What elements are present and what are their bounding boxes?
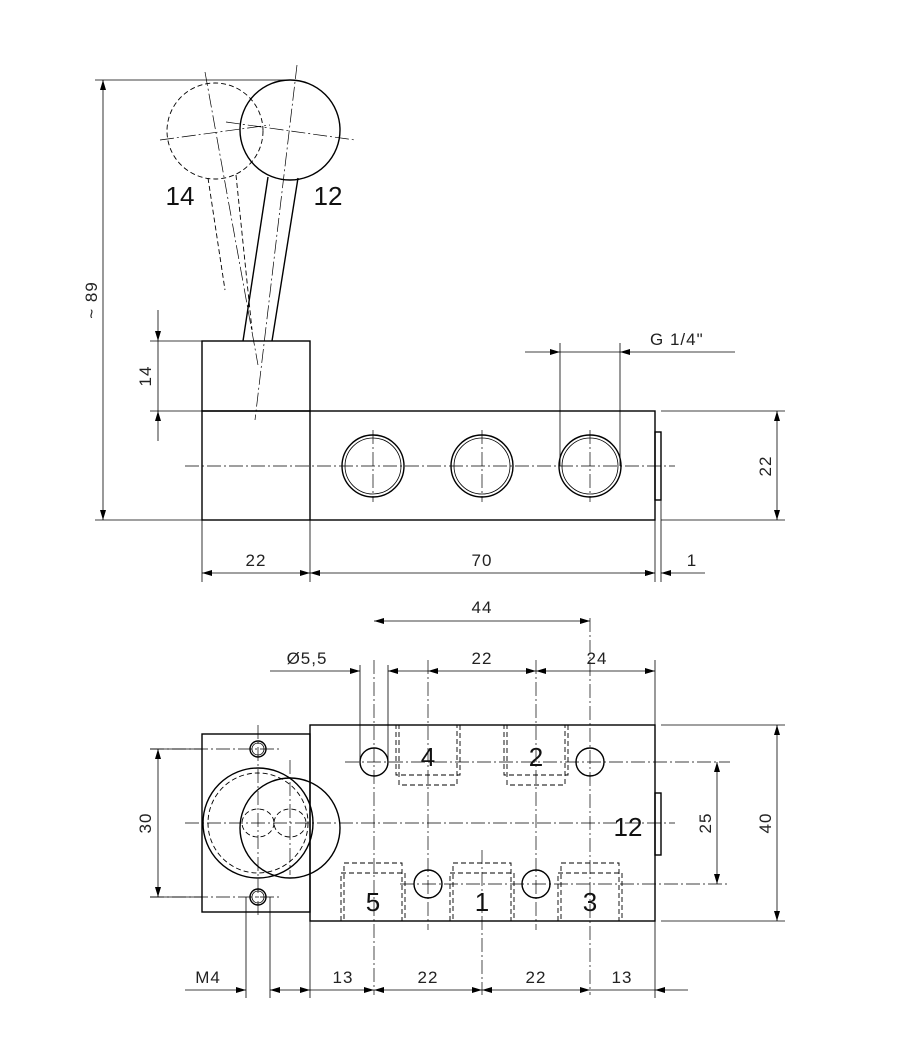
dimension-lines-bottom bbox=[150, 618, 785, 998]
port-label-1: 1 bbox=[475, 887, 489, 917]
lever-position-12 bbox=[225, 64, 356, 421]
dim-cap: 1 bbox=[687, 551, 697, 570]
position-label-14: 14 bbox=[166, 181, 195, 211]
dim-block-width: 22 bbox=[246, 551, 267, 570]
dim-thread: G 1/4" bbox=[650, 330, 704, 349]
lever-block bbox=[201, 340, 311, 412]
dim-width-40: 40 bbox=[756, 813, 775, 834]
dim-block-height: 14 bbox=[136, 366, 155, 387]
dim-body-width: 70 bbox=[472, 551, 493, 570]
dim-span-44: 44 bbox=[472, 598, 493, 617]
port-outlines bbox=[340, 724, 623, 922]
port-label-4: 4 bbox=[421, 742, 435, 772]
dim-plate-30: 30 bbox=[136, 813, 155, 834]
dim-edge-left: 13 bbox=[333, 968, 354, 987]
dim-pitch-left: 22 bbox=[418, 968, 439, 987]
dim-edge-top: 24 bbox=[587, 649, 608, 668]
dimension-lines-top bbox=[95, 79, 785, 582]
dim-edge-right: 13 bbox=[612, 968, 633, 987]
dim-overall-height: ~ 89 bbox=[82, 281, 101, 319]
port-label-2: 2 bbox=[529, 742, 543, 772]
port-label-5: 5 bbox=[366, 887, 380, 917]
bottom-view: 4 2 5 1 3 12 44 Ø5,5 22 24 30 25 40 M4 1… bbox=[136, 598, 785, 998]
dim-pitch-top: 22 bbox=[472, 649, 493, 668]
dim-thread-m4: M4 bbox=[195, 968, 221, 987]
dim-pitch-right: 22 bbox=[526, 968, 547, 987]
lever-position-14 bbox=[159, 71, 271, 366]
ports-side bbox=[341, 430, 622, 502]
valve-body bbox=[201, 410, 656, 521]
center-lines-bottom bbox=[150, 618, 730, 995]
dim-hole-diameter: Ø5,5 bbox=[287, 649, 328, 668]
port-label-3: 3 bbox=[583, 887, 597, 917]
dim-rows-25: 25 bbox=[696, 813, 715, 834]
port-label-12: 12 bbox=[614, 812, 643, 842]
top-view: 14 12 ~ 89 14 22 22 70 1 G 1/4" bbox=[82, 64, 785, 582]
position-label-12: 12 bbox=[314, 181, 343, 211]
dim-body-height: 22 bbox=[756, 456, 775, 477]
